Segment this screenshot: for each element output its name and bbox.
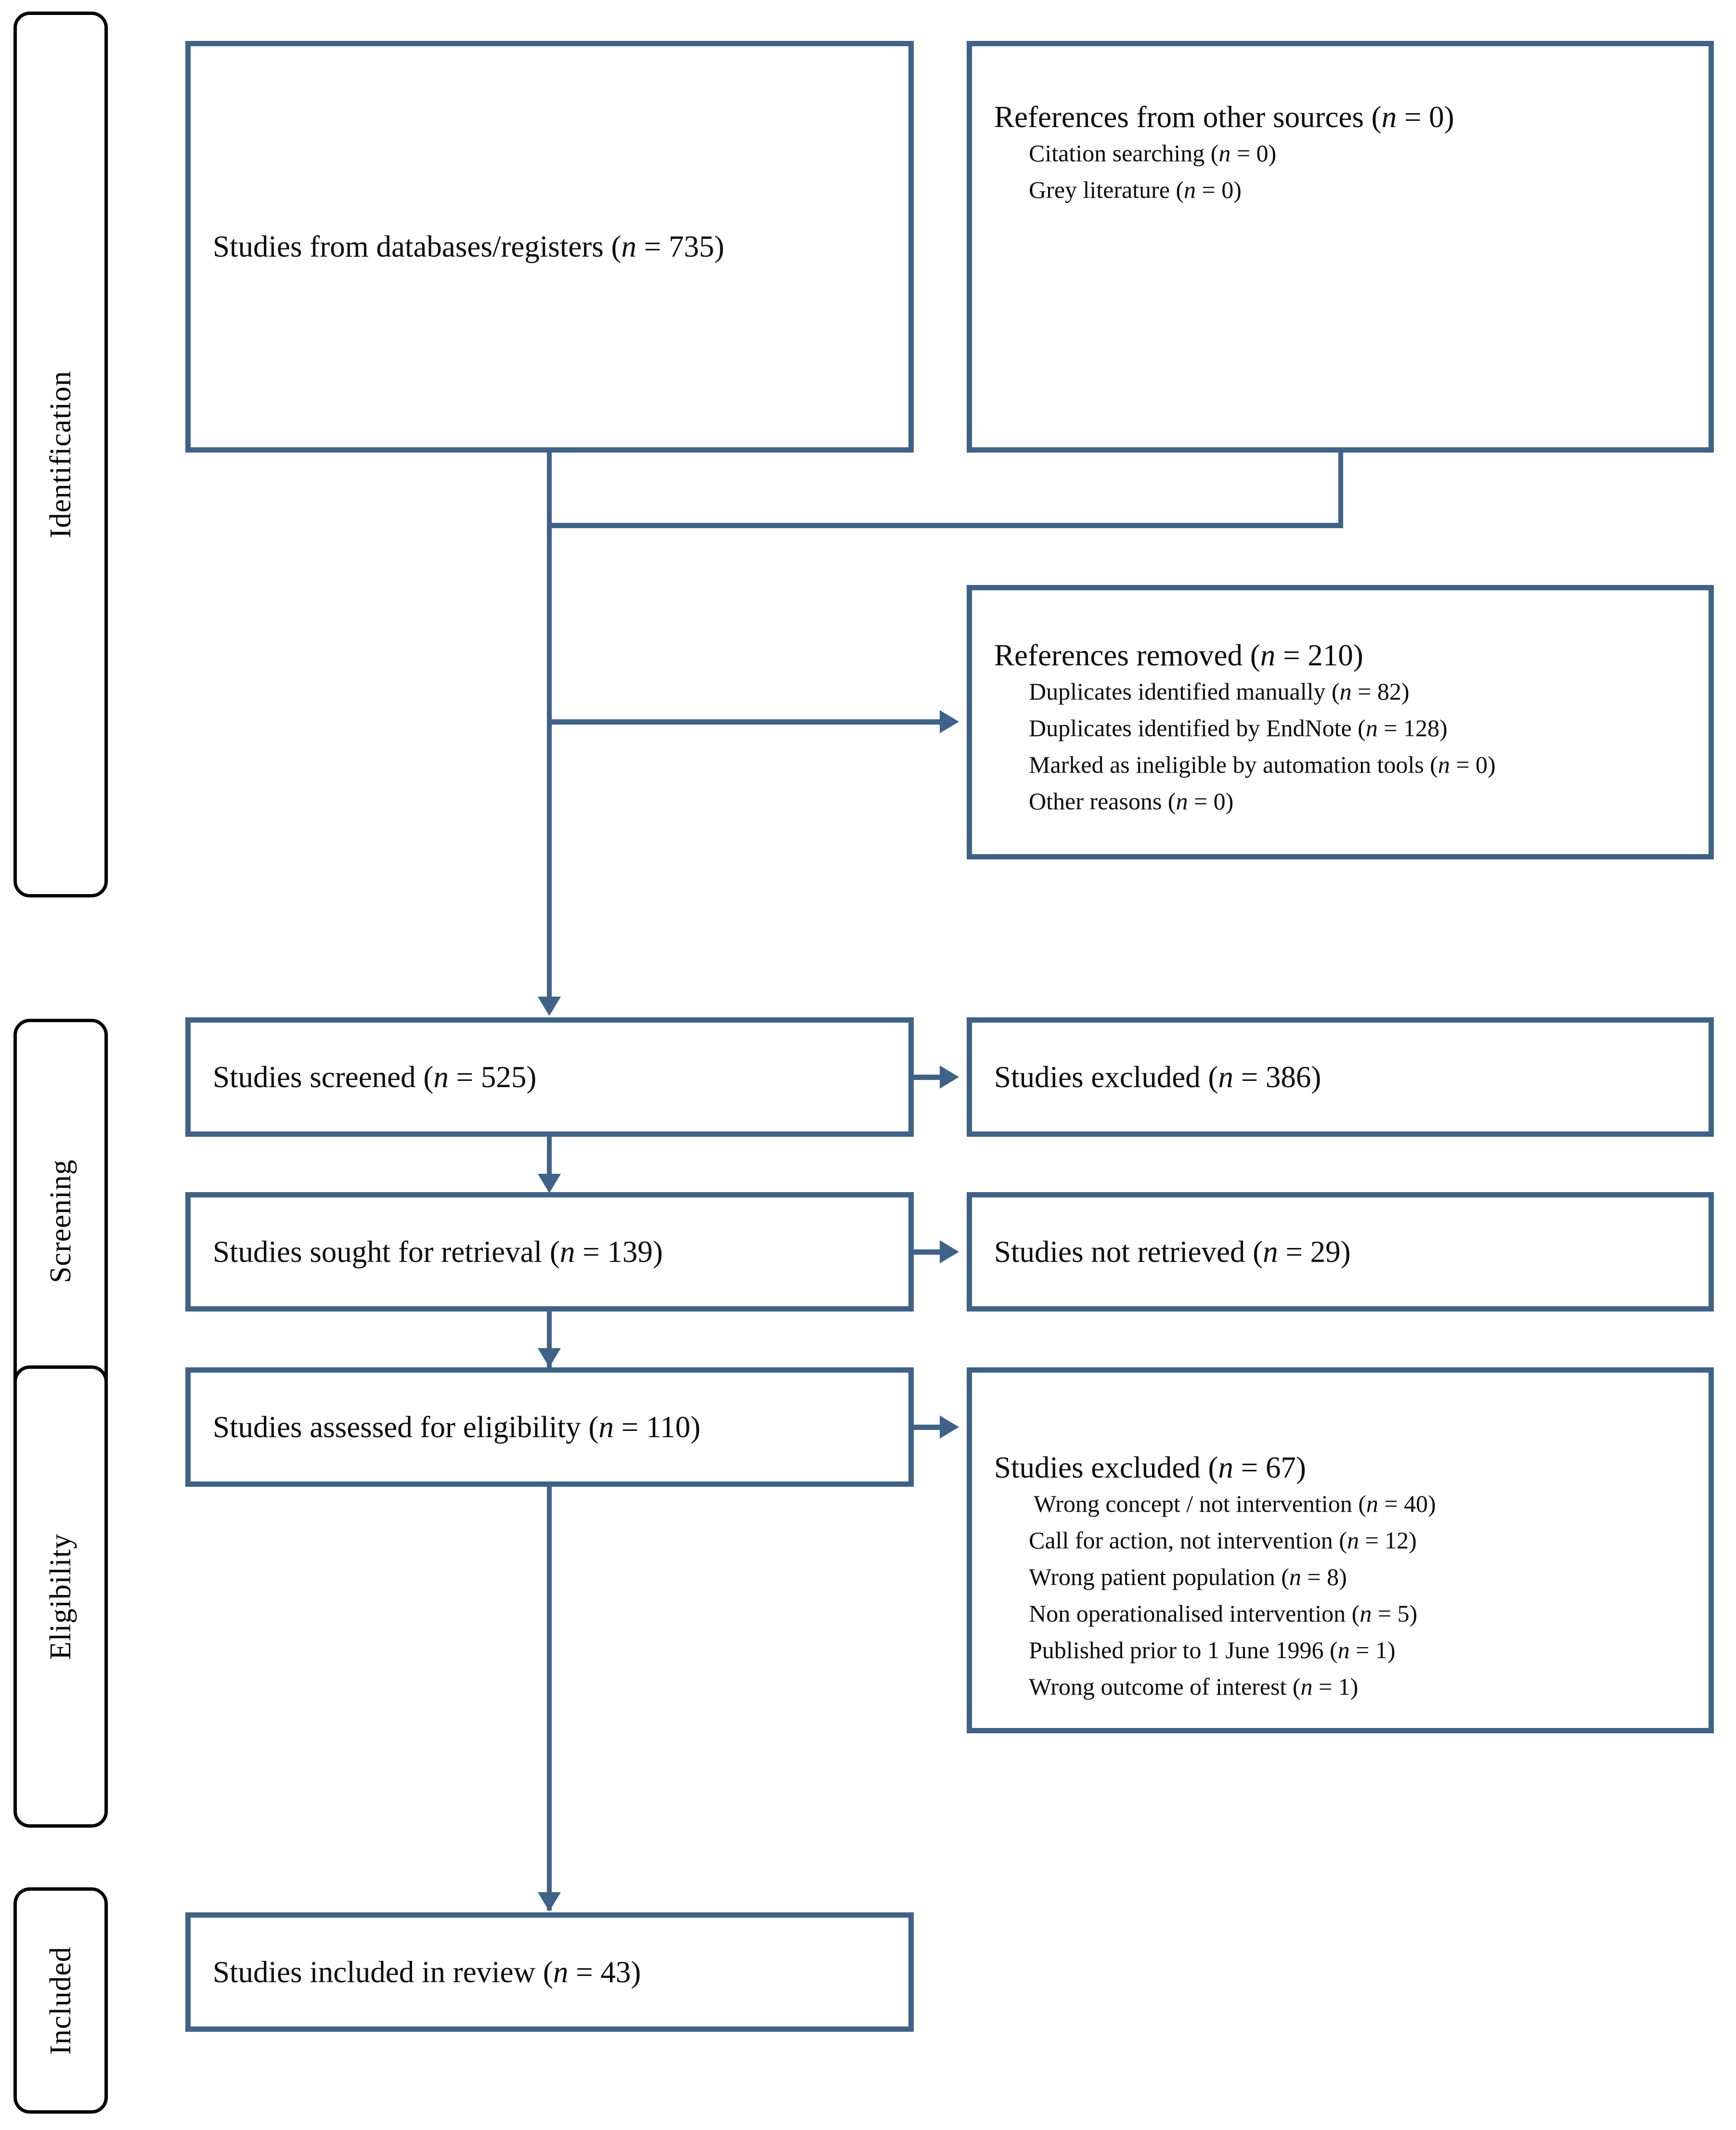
box-references-removed: References removed (n = 210) Duplicates … bbox=[967, 585, 1714, 859]
box-studies-from-databases-title: Studies from databases/registers (n = 73… bbox=[213, 230, 725, 264]
box-studies-excluded-screening: Studies excluded (n = 386) bbox=[967, 1017, 1714, 1137]
box-studies-excluded-eligibility-item-2: Wrong patient population (n = 8) bbox=[1029, 1563, 1347, 1591]
connector-screened-to-sought bbox=[547, 1137, 552, 1185]
box-references-removed-item-0: Duplicates identified manually (n = 82) bbox=[1029, 678, 1410, 705]
connector-merge-bar bbox=[547, 523, 1343, 528]
box-studies-sought-title: Studies sought for retrieval (n = 139) bbox=[213, 1234, 663, 1269]
stage-label-included: Included bbox=[44, 1946, 77, 2055]
box-references-removed-item-2: Marked as ineligible by automation tools… bbox=[1029, 751, 1496, 779]
stage-rail-eligibility: Eligibility bbox=[13, 1365, 108, 1828]
connector-screened-to-excluded bbox=[914, 1075, 944, 1080]
box-references-removed-title: References removed (n = 210) bbox=[994, 638, 1363, 672]
stage-rail-identification: Identification bbox=[13, 12, 108, 897]
connector-sought-to-not-retrieved bbox=[914, 1249, 944, 1255]
stage-rail-included: Included bbox=[13, 1887, 108, 2114]
connector-assessed-to-excluded bbox=[914, 1425, 944, 1430]
box-studies-from-databases: Studies from databases/registers (n = 73… bbox=[185, 41, 914, 453]
box-studies-excluded-eligibility-item-4: Published prior to 1 June 1996 (n = 1) bbox=[1029, 1636, 1396, 1664]
box-references-other-sources-item-0: Citation searching (n = 0) bbox=[1029, 140, 1277, 167]
connector-to-references-removed bbox=[547, 719, 943, 725]
box-studies-excluded-eligibility-item-0: Wrong concept / not intervention (n = 40… bbox=[1034, 1490, 1436, 1518]
box-studies-excluded-eligibility-item-5: Wrong outcome of interest (n = 1) bbox=[1029, 1673, 1359, 1701]
connector-other-sources-down bbox=[1338, 453, 1343, 527]
box-studies-assessed: Studies assessed for eligibility (n = 11… bbox=[185, 1367, 914, 1487]
stage-label-identification: Identification bbox=[44, 371, 77, 538]
arrowhead-to-not-retrieved bbox=[940, 1240, 959, 1263]
box-studies-screened: Studies screened (n = 525) bbox=[185, 1017, 914, 1137]
connector-sought-to-assessed bbox=[547, 1312, 552, 1368]
box-studies-excluded-eligibility: Studies excluded (n = 67) Wrong concept … bbox=[967, 1367, 1714, 1733]
box-references-other-sources-title: References from other sources (n = 0) bbox=[994, 100, 1454, 134]
box-studies-excluded-eligibility-item-3: Non operationalised intervention (n = 5) bbox=[1029, 1600, 1418, 1627]
box-studies-not-retrieved: Studies not retrieved (n = 29) bbox=[967, 1192, 1714, 1312]
stage-label-screening: Screening bbox=[44, 1159, 77, 1283]
box-studies-included: Studies included in review (n = 43) bbox=[185, 1912, 914, 2032]
stage-rail-screening: Screening bbox=[13, 1019, 108, 1423]
arrowhead-to-assessed bbox=[538, 1348, 561, 1367]
connector-databases-down bbox=[547, 453, 552, 527]
connector-assessed-to-included bbox=[547, 1487, 552, 1910]
box-studies-excluded-eligibility-title: Studies excluded (n = 67) bbox=[994, 1451, 1306, 1484]
arrowhead-to-references-removed bbox=[940, 710, 959, 733]
box-studies-assessed-title: Studies assessed for eligibility (n = 11… bbox=[213, 1410, 701, 1444]
box-references-removed-item-3: Other reasons (n = 0) bbox=[1029, 788, 1234, 815]
box-studies-excluded-screening-title: Studies excluded (n = 386) bbox=[994, 1060, 1321, 1094]
box-studies-included-title: Studies included in review (n = 43) bbox=[213, 1955, 641, 1989]
box-references-other-sources: References from other sources (n = 0) Ci… bbox=[967, 41, 1714, 453]
box-studies-screened-title: Studies screened (n = 525) bbox=[213, 1060, 537, 1094]
box-studies-not-retrieved-title: Studies not retrieved (n = 29) bbox=[994, 1234, 1351, 1269]
box-references-other-sources-item-1: Grey literature (n = 0) bbox=[1029, 176, 1242, 204]
arrowhead-to-sought bbox=[538, 1174, 561, 1193]
connector-main-trunk-identification bbox=[547, 523, 552, 1004]
arrowhead-to-screened bbox=[538, 997, 561, 1016]
stage-label-eligibility: Eligibility bbox=[44, 1533, 77, 1660]
arrowhead-to-studies-excluded-screening bbox=[940, 1065, 959, 1089]
arrowhead-to-included bbox=[538, 1892, 561, 1911]
arrowhead-to-studies-excluded-eligibility bbox=[940, 1416, 959, 1439]
box-references-removed-item-1: Duplicates identified by EndNote (n = 12… bbox=[1029, 714, 1448, 742]
box-studies-excluded-eligibility-item-1: Call for action, not intervention (n = 1… bbox=[1029, 1527, 1417, 1554]
box-studies-sought: Studies sought for retrieval (n = 139) bbox=[185, 1192, 914, 1312]
